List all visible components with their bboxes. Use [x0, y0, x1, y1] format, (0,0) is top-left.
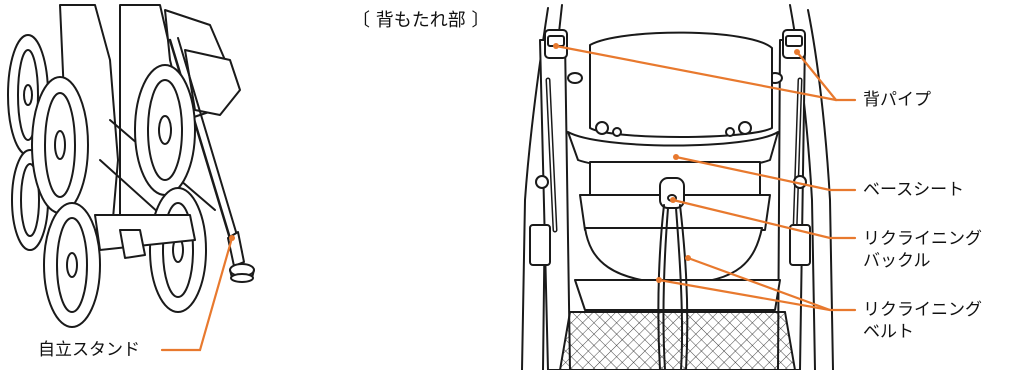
section-title: 〔 背もたれ部 〕: [352, 10, 490, 31]
label-base-seat: ベースシート: [863, 180, 965, 200]
leader-buckle: [671, 198, 857, 240]
label-reclining-buckle-line2: バックル: [863, 251, 931, 271]
label-reclining-belt-line2: ベルト: [863, 322, 914, 342]
leader-lines: [160, 44, 857, 352]
leader-dots: [229, 43, 800, 283]
leader-belt-left: [657, 278, 832, 312]
leader-belt-right: [686, 256, 832, 312]
seat-back: [521, 4, 834, 371]
label-stand: 自立スタンド: [38, 340, 140, 360]
leader-stand: [160, 236, 234, 352]
label-reclining-buckle-line1: リクライニング: [863, 229, 982, 249]
label-reclining-belt: リクライニング ベルト: [863, 299, 993, 343]
leader-back-pipe-right: [795, 50, 838, 102]
folded-stroller: [7, 4, 255, 328]
leader-back-pipe-left: [554, 44, 838, 102]
label-reclining-belt-line1: リクライニング: [863, 300, 982, 320]
label-back-pipe: 背パイプ: [863, 90, 931, 110]
leader-base-seat: [674, 155, 857, 192]
label-reclining-buckle: リクライニング バックル: [863, 228, 993, 272]
